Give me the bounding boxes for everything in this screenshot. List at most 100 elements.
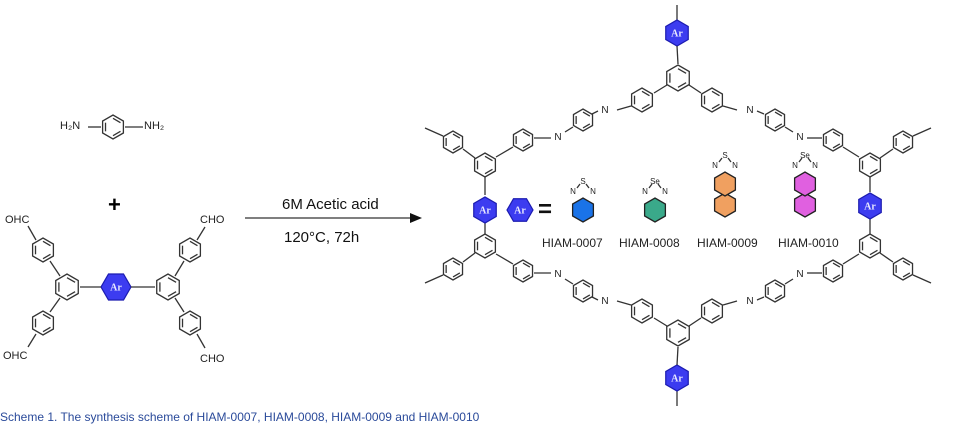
benzene-ring bbox=[892, 130, 914, 154]
ar-ring bbox=[473, 196, 497, 224]
double-bond bbox=[774, 123, 783, 129]
aldehyde-group-label: CHO bbox=[200, 353, 225, 365]
double-bond bbox=[484, 236, 493, 243]
imine-nitrogen: N bbox=[796, 269, 803, 280]
bond bbox=[196, 226, 206, 241]
dashed-bond bbox=[727, 157, 732, 163]
benzene-ring bbox=[512, 128, 534, 152]
double-bond bbox=[902, 133, 911, 139]
double-bond bbox=[66, 291, 76, 297]
double-bond bbox=[641, 90, 650, 97]
double-bond bbox=[869, 249, 878, 256]
legend-nitrogen: N bbox=[812, 161, 818, 170]
double-bond bbox=[641, 314, 650, 321]
imine-nitrogen: N bbox=[796, 132, 803, 143]
reaction-reagent: 6M Acetic acid bbox=[282, 196, 379, 213]
bond bbox=[676, 45, 679, 65]
legend-label-hiam-0009: HIAM-0009 bbox=[697, 236, 758, 250]
dashed-bond bbox=[798, 157, 803, 163]
double-bond bbox=[167, 277, 177, 283]
bond bbox=[49, 260, 61, 277]
benzene-ring bbox=[700, 298, 724, 324]
dashed-bond bbox=[657, 183, 662, 189]
diamine-h2n-label: H₂N bbox=[60, 120, 81, 132]
legend-heteroatom: S bbox=[722, 151, 727, 160]
bond bbox=[879, 252, 894, 263]
bond bbox=[756, 296, 765, 301]
benzene-ring bbox=[442, 130, 464, 154]
scheme-caption: Scheme 1. The synthesis scheme of HIAM-0… bbox=[0, 410, 480, 424]
ar-ring bbox=[665, 364, 689, 392]
bond bbox=[616, 300, 632, 306]
benzene-ring bbox=[764, 279, 786, 303]
double-bond bbox=[522, 143, 531, 149]
legend-nitrogen: N bbox=[712, 161, 718, 170]
bond bbox=[564, 126, 574, 133]
bond bbox=[842, 146, 860, 158]
legend-nitrogen: N bbox=[662, 187, 668, 196]
legend-label-hiam-0007: HIAM-0007 bbox=[542, 236, 603, 250]
double-bond bbox=[452, 133, 461, 139]
double-bond bbox=[832, 274, 841, 280]
bond bbox=[591, 110, 599, 115]
ar-label: Ar bbox=[864, 202, 876, 213]
double-bond bbox=[484, 155, 493, 162]
bond bbox=[653, 317, 668, 327]
benzene-ring bbox=[31, 310, 55, 336]
benzene-ring bbox=[700, 87, 724, 113]
double-bond bbox=[452, 272, 461, 278]
legend-ring bbox=[571, 197, 595, 223]
dashed-bond bbox=[585, 183, 590, 189]
plus-sign: + bbox=[108, 192, 121, 217]
bond bbox=[722, 300, 738, 306]
aldehyde-group-label: OHC bbox=[5, 214, 30, 226]
benzene-ring bbox=[101, 114, 125, 140]
double-bond bbox=[42, 326, 51, 333]
legend-heteroatom: Se bbox=[650, 177, 660, 186]
legend-ring bbox=[643, 197, 667, 223]
legend-nitrogen: N bbox=[792, 161, 798, 170]
double-bond bbox=[711, 301, 720, 308]
bond bbox=[616, 105, 632, 111]
legend-ring bbox=[793, 192, 817, 218]
benzene-ring bbox=[822, 128, 844, 152]
bond bbox=[912, 274, 932, 284]
double-bond bbox=[677, 82, 687, 88]
dashed-bond bbox=[807, 157, 812, 163]
benzene-ring bbox=[666, 64, 690, 92]
legend-nitrogen: N bbox=[570, 187, 576, 196]
double-bond bbox=[832, 143, 841, 149]
legend-equals: = bbox=[538, 196, 553, 223]
benzene-ring bbox=[473, 233, 497, 259]
double-bond bbox=[167, 291, 177, 297]
bond bbox=[495, 146, 514, 158]
bond bbox=[424, 127, 444, 137]
double-bond bbox=[774, 294, 783, 300]
double-bond bbox=[42, 240, 51, 247]
double-bond bbox=[189, 240, 198, 247]
benzene-ring bbox=[630, 87, 654, 113]
bond bbox=[27, 333, 37, 348]
benzene-ring bbox=[764, 108, 786, 132]
dashed-bond bbox=[648, 183, 653, 189]
bond bbox=[784, 278, 794, 285]
benzene-ring bbox=[572, 108, 594, 132]
benzene-ring bbox=[512, 259, 534, 283]
benzene-ring bbox=[178, 310, 202, 336]
bond bbox=[722, 105, 738, 111]
double-bond bbox=[641, 103, 650, 110]
imine-nitrogen: N bbox=[554, 132, 561, 143]
imine-nitrogen: N bbox=[746, 296, 753, 307]
benzene-ring bbox=[666, 319, 690, 347]
double-bond bbox=[677, 323, 687, 329]
double-bond bbox=[582, 282, 591, 288]
double-bond bbox=[112, 130, 121, 137]
arrow-head bbox=[410, 213, 422, 223]
double-bond bbox=[522, 131, 531, 137]
double-bond bbox=[582, 123, 591, 129]
legend-ring bbox=[713, 192, 737, 218]
reaction-temp-time: 120°C, 72h bbox=[284, 229, 360, 246]
double-bond bbox=[869, 236, 878, 243]
aldehyde-group-label: OHC bbox=[3, 350, 28, 362]
